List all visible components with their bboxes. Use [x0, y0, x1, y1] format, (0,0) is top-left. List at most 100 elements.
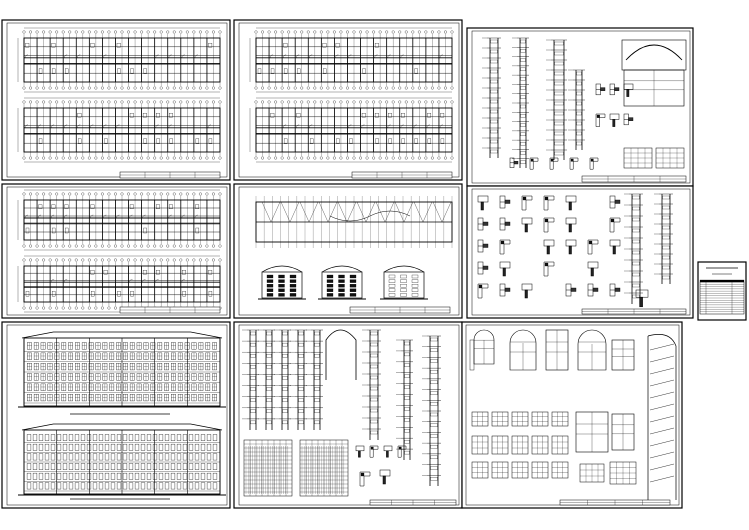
wall-section — [422, 335, 441, 486]
table-grid — [491, 461, 509, 479]
detail-node — [397, 445, 407, 458]
detail-node — [609, 217, 621, 233]
sheet-3[interactable] — [466, 27, 694, 187]
detail-node — [543, 261, 555, 277]
title-block — [119, 306, 221, 314]
table-grid — [551, 461, 569, 479]
table-grid — [471, 461, 489, 479]
floor-plan — [249, 97, 454, 163]
detail-node — [595, 83, 606, 96]
side-elevation — [318, 265, 366, 300]
detail-node — [477, 195, 489, 211]
title-block — [581, 308, 687, 315]
window-detail — [545, 329, 569, 371]
wall-section — [482, 37, 501, 158]
window-detail — [575, 411, 609, 453]
title-block — [119, 171, 221, 179]
detail-node — [499, 261, 511, 277]
detail-node — [499, 195, 511, 209]
detail-node — [543, 217, 555, 233]
wall-section — [290, 329, 307, 430]
detail-node — [609, 283, 621, 297]
table-grid — [491, 435, 509, 455]
detail-node — [587, 261, 599, 277]
roof-plan — [255, 196, 453, 248]
sheet-8[interactable] — [1, 321, 231, 509]
detail-node — [499, 239, 511, 255]
floor-plan — [17, 189, 222, 251]
detail-node — [635, 289, 649, 308]
drawing-index-table — [699, 267, 745, 315]
sheet-7[interactable] — [697, 261, 747, 321]
table-grid — [471, 411, 489, 427]
detail-node — [565, 195, 577, 211]
table-grid — [655, 147, 685, 169]
wall-section — [624, 193, 643, 304]
detail-node — [477, 283, 489, 299]
wall-section — [512, 37, 529, 168]
window-detail — [509, 329, 537, 371]
table-grid — [579, 463, 605, 483]
detail-node — [543, 195, 555, 211]
detail-node — [609, 83, 620, 96]
table-grid — [551, 435, 569, 455]
detail-node — [355, 445, 365, 458]
table-grid — [531, 461, 549, 479]
table-grid — [609, 461, 637, 485]
wall-section — [258, 329, 275, 430]
detail-node — [549, 157, 559, 170]
title-block — [369, 499, 457, 506]
detail-node — [569, 157, 579, 170]
elevation — [18, 423, 226, 496]
drawing-content — [17, 27, 745, 506]
title-block — [581, 175, 687, 183]
sheet-1[interactable] — [1, 19, 231, 181]
detail-node — [477, 261, 489, 275]
table-grid — [551, 411, 569, 427]
floor-plan — [17, 97, 222, 163]
hatched-table — [245, 446, 344, 494]
title-block — [351, 171, 453, 179]
detail-node — [589, 157, 599, 170]
table-grid — [531, 411, 549, 427]
table-grid — [511, 411, 529, 427]
stair-section — [647, 334, 677, 500]
table-grid — [491, 411, 509, 427]
detail-node — [499, 283, 511, 297]
window-detail — [577, 329, 607, 371]
table-grid — [511, 435, 529, 455]
detail-node — [379, 469, 391, 485]
detail-node — [623, 113, 634, 126]
sheet-6[interactable] — [466, 185, 694, 319]
wall-section — [654, 193, 673, 284]
elevation — [18, 331, 226, 408]
table-grid — [471, 435, 489, 455]
sheet-2[interactable] — [233, 19, 463, 181]
detail-node — [499, 217, 511, 231]
detail-node — [565, 217, 577, 233]
detail-node — [565, 283, 577, 297]
sheet-10[interactable] — [461, 321, 683, 509]
title-block — [559, 499, 671, 506]
detail-node — [509, 157, 519, 168]
wall-section — [568, 69, 585, 150]
detail-node — [477, 217, 489, 231]
detail-node — [609, 195, 621, 209]
window-detail — [473, 329, 495, 365]
floor-plan — [249, 27, 454, 93]
sheet-4[interactable] — [1, 183, 231, 319]
detail-node — [543, 239, 555, 255]
wall-section — [274, 329, 291, 430]
detail-node — [529, 157, 539, 170]
wall-section — [362, 329, 381, 440]
side-elevation — [380, 265, 428, 300]
detail-node — [587, 239, 599, 255]
table-grid — [623, 147, 653, 169]
side-elevation — [258, 265, 306, 300]
table-grid — [511, 461, 529, 479]
detail-node — [383, 445, 393, 458]
detail-node — [477, 239, 489, 253]
detail-node — [521, 283, 533, 299]
wall-section — [306, 329, 323, 430]
